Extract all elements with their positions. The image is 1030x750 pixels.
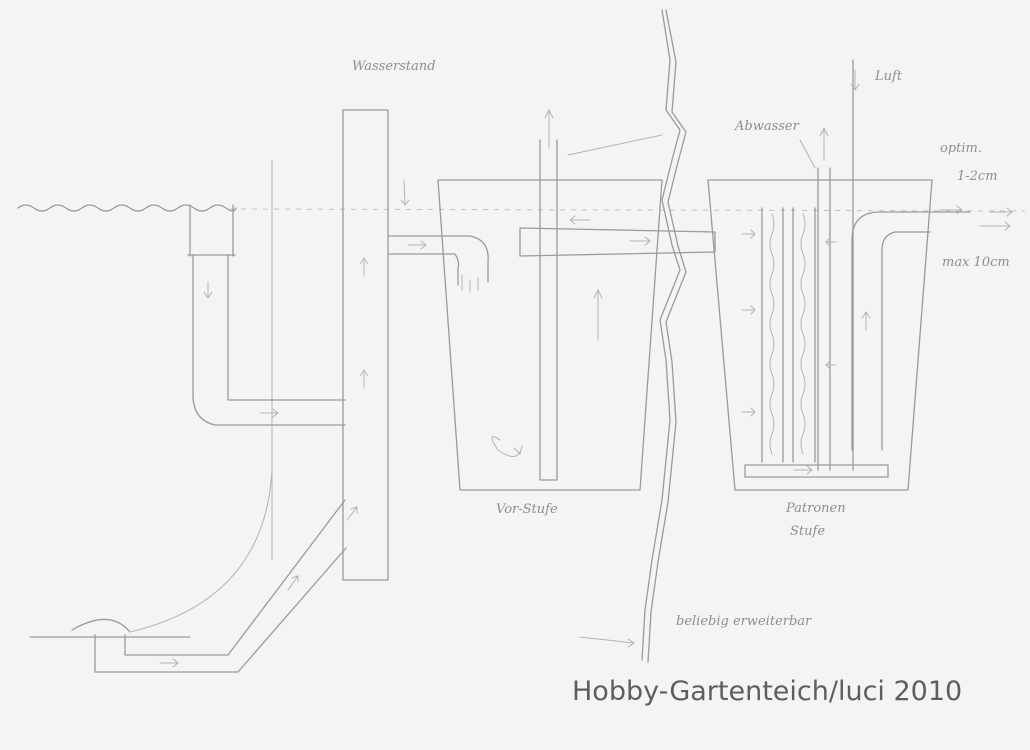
label-cartridge-stage-2: Stufe (790, 524, 825, 539)
water-level-line (229, 208, 1026, 212)
label-water-level: Wasserstand (352, 59, 436, 74)
transfer-pipe (387, 179, 489, 293)
intake-pipe (187, 204, 346, 426)
pond-water-surface (17, 204, 237, 212)
label-air: Luft (874, 69, 903, 84)
label-outflow-optimum-range: 1-2cm (957, 169, 998, 184)
label-cartridge-stage-1: Patronen (785, 501, 846, 516)
label-pre-stage: Vor-Stufe (496, 502, 558, 517)
label-outflow-max: max 10cm (942, 255, 1010, 270)
pre-stage-container (437, 108, 716, 491)
bottom-drain-pipe (29, 469, 358, 673)
extension-cut-line (641, 9, 681, 661)
label-outflow-optimum: optim. (940, 141, 982, 156)
cartridge-stage-container (707, 59, 1013, 491)
riser-pipe (342, 109, 389, 581)
label-waste-water: Abwasser (734, 119, 800, 134)
label-extendable: beliebig erweiterbar (676, 614, 812, 629)
credit-watermark: Hobby-Gartenteich/luci 2010 (572, 676, 963, 707)
